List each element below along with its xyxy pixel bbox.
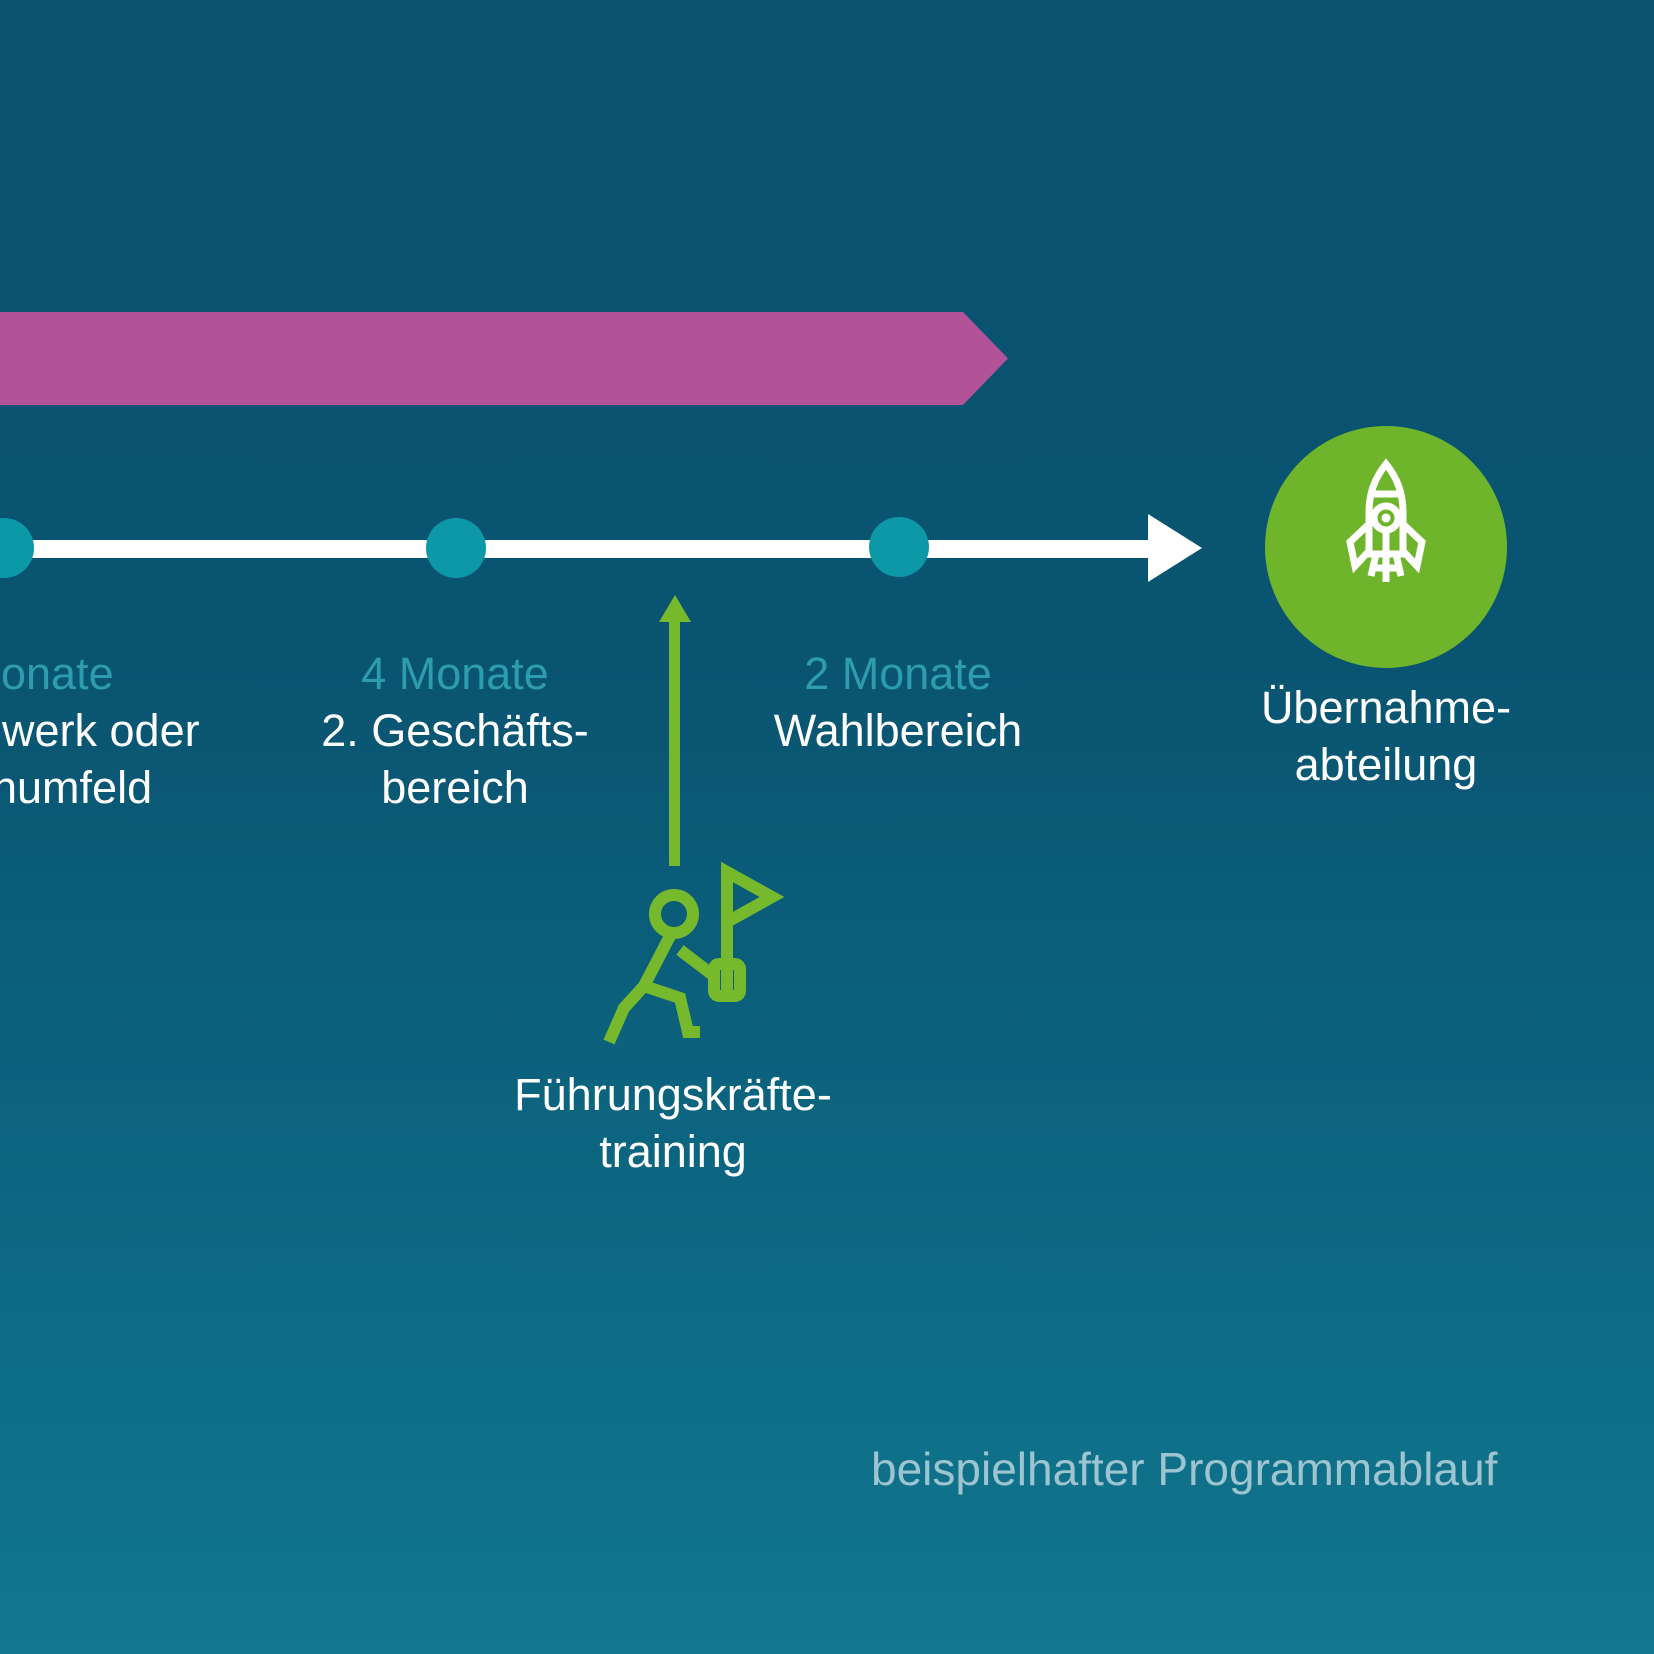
- goal-label-line: Übernahme-: [1260, 682, 1512, 733]
- timeline-line: [0, 540, 1150, 558]
- station-duration: 4 Monate: [361, 648, 549, 699]
- milestone-label: Führungskräfte- training: [473, 1066, 873, 1180]
- station-2-label: 4 Monate 2. Geschäfts- bereich: [255, 645, 655, 816]
- timeline-arrowhead-icon: [1148, 514, 1202, 582]
- station-duration: 2 Monate: [804, 648, 992, 699]
- goal-label: Übernahme- abteilung: [1186, 679, 1586, 793]
- person-with-flag-icon: [603, 861, 785, 1045]
- footer-caption: beispielhafter Programmablauf: [871, 1443, 1498, 1495]
- station-label-line: werk oder: [2, 705, 200, 756]
- timeline-dot: [426, 518, 486, 578]
- station-label-line: bereich: [381, 762, 529, 813]
- milestone-label-line: training: [599, 1126, 747, 1177]
- phase-band-arrow: [0, 312, 1008, 405]
- timeline-dot: [869, 517, 929, 577]
- rocket-icon: [1346, 458, 1426, 582]
- station-duration: onate: [1, 648, 114, 699]
- station-1-label: onate werk oder humfeld: [0, 645, 260, 816]
- station-label-line: 2. Geschäfts-: [321, 705, 589, 756]
- timeline-dot: [0, 518, 34, 578]
- station-3-label: 2 Monate Wahlbereich: [698, 645, 1098, 759]
- milestone-label-line: Führungskräfte-: [514, 1069, 832, 1120]
- milestone-arrowhead-icon: [659, 595, 691, 622]
- station-label-line: humfeld: [0, 762, 153, 813]
- milestone-arrow-shaft: [669, 620, 680, 866]
- goal-label-line: abteilung: [1294, 739, 1478, 790]
- station-label-line: Wahlbereich: [773, 705, 1023, 756]
